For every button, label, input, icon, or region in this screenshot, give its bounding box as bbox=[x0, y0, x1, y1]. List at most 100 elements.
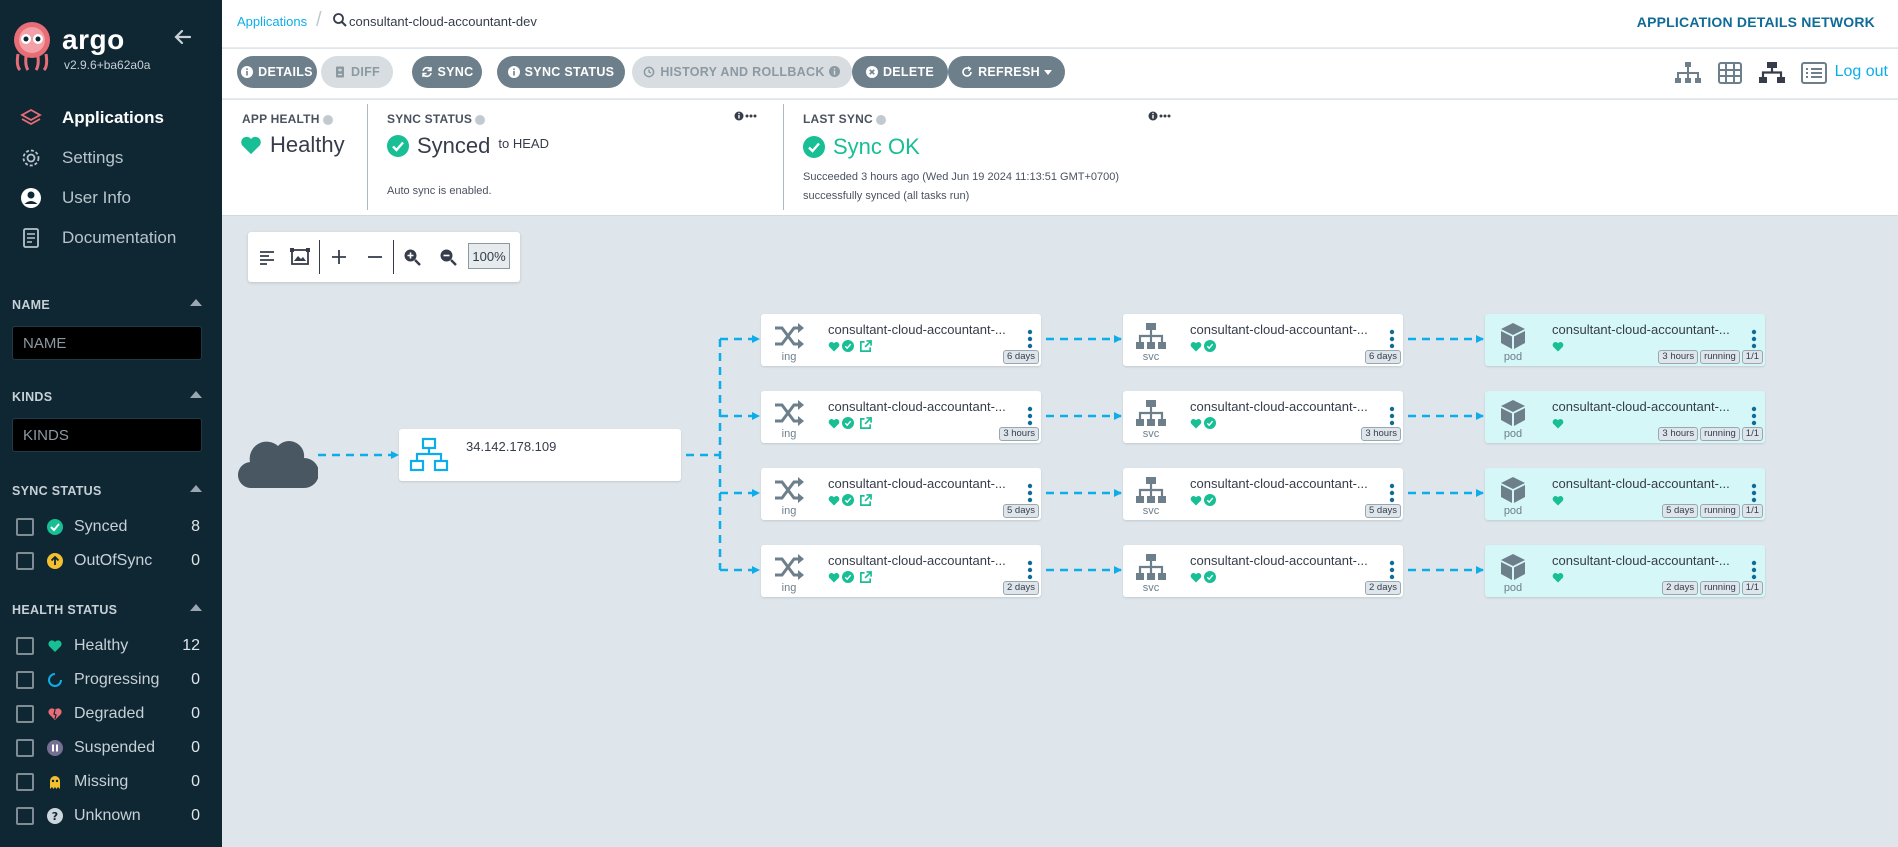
zoom-out-icon[interactable] bbox=[435, 244, 461, 270]
pod-node[interactable]: pod consultant-cloud-accountant-... 3 ho… bbox=[1485, 391, 1765, 443]
filter-option-missing[interactable]: Missing 0 bbox=[16, 770, 200, 794]
ingress-node[interactable]: ing consultant-cloud-accountant-... 2 da… bbox=[761, 545, 1041, 597]
more-vertical-icon[interactable] bbox=[1027, 329, 1033, 349]
collapse-health-filter-icon[interactable] bbox=[190, 604, 202, 611]
kinds-filter-input[interactable] bbox=[12, 418, 202, 452]
more-vertical-icon[interactable] bbox=[1027, 560, 1033, 580]
service-node[interactable]: svc consultant-cloud-accountant-... 2 da… bbox=[1123, 545, 1403, 597]
brand-name: argo bbox=[62, 24, 125, 55]
more-vertical-icon[interactable] bbox=[1389, 483, 1395, 503]
more-vertical-icon[interactable] bbox=[1027, 406, 1033, 426]
fit-to-screen-icon[interactable] bbox=[287, 244, 313, 270]
refresh-button-label: REFRESH bbox=[978, 65, 1040, 79]
top-bar: Applications / consultant-cloud-accounta… bbox=[222, 0, 1898, 48]
list-view-icon[interactable] bbox=[1800, 60, 1828, 86]
more-vertical-icon[interactable] bbox=[1751, 560, 1757, 580]
app-version: v2.9.6+ba62a0a bbox=[64, 58, 151, 72]
sync-status-button[interactable]: SYNC STATUS bbox=[497, 56, 625, 88]
more-vertical-icon[interactable] bbox=[1751, 406, 1757, 426]
diff-button-label: DIFF bbox=[351, 65, 380, 79]
refresh-button[interactable]: REFRESH bbox=[948, 56, 1065, 88]
resource-status bbox=[828, 339, 874, 353]
details-button[interactable]: DETAILS bbox=[237, 56, 317, 88]
checkbox[interactable] bbox=[16, 552, 34, 570]
checkbox[interactable] bbox=[16, 807, 34, 825]
ingress-node[interactable]: ing consultant-cloud-accountant-... 3 ho… bbox=[761, 391, 1041, 443]
delete-button[interactable]: DELETE bbox=[852, 56, 948, 88]
sync-button[interactable]: SYNC bbox=[412, 56, 482, 88]
age-tag: 2 days bbox=[1003, 581, 1039, 595]
ingress-node[interactable]: ing consultant-cloud-accountant-... 6 da… bbox=[761, 314, 1041, 366]
synced-icon bbox=[46, 518, 64, 536]
zoom-in-icon[interactable] bbox=[399, 244, 425, 270]
ingress-node[interactable]: ing consultant-cloud-accountant-... 5 da… bbox=[761, 468, 1041, 520]
history-rollback-button[interactable]: HISTORY AND ROLLBACK bbox=[632, 56, 852, 88]
service-node[interactable]: svc consultant-cloud-accountant-... 6 da… bbox=[1123, 314, 1403, 366]
external-link-icon[interactable] bbox=[859, 416, 872, 430]
nav-item-documentation[interactable]: Documentation bbox=[0, 218, 222, 258]
help-icon[interactable] bbox=[475, 114, 486, 125]
logout-link[interactable]: Log out bbox=[1834, 63, 1888, 80]
nav-item-settings[interactable]: Settings bbox=[0, 138, 222, 178]
checkbox[interactable] bbox=[16, 671, 34, 689]
info-icon bbox=[507, 66, 520, 78]
resource-tags: 6 days bbox=[1001, 350, 1039, 364]
resource-name: consultant-cloud-accountant-... bbox=[828, 322, 1006, 337]
external-link-icon[interactable] bbox=[859, 339, 872, 353]
pod-cube-icon bbox=[1497, 553, 1529, 581]
cloud-icon[interactable] bbox=[238, 428, 318, 490]
name-filter-input[interactable] bbox=[12, 326, 202, 360]
checkbox[interactable] bbox=[16, 773, 34, 791]
checkbox[interactable] bbox=[16, 518, 34, 536]
more-vertical-icon[interactable] bbox=[1389, 560, 1395, 580]
help-icon[interactable] bbox=[322, 114, 333, 125]
pods-view-icon[interactable] bbox=[1716, 60, 1744, 86]
collapse-name-filter-icon[interactable] bbox=[190, 299, 202, 306]
out-of-sync-icon bbox=[46, 552, 64, 570]
pod-node[interactable]: pod consultant-cloud-accountant-... 2 da… bbox=[1485, 545, 1765, 597]
nav-item-user-info[interactable]: User Info bbox=[0, 178, 222, 218]
expand-icon[interactable] bbox=[326, 244, 352, 270]
pod-node[interactable]: pod consultant-cloud-accountant-... 5 da… bbox=[1485, 468, 1765, 520]
kind-label: svc bbox=[1142, 582, 1160, 594]
more-info-icon[interactable] bbox=[1148, 110, 1172, 122]
checkbox[interactable] bbox=[16, 637, 34, 655]
align-left-icon[interactable] bbox=[254, 244, 280, 270]
filter-option-degraded[interactable]: Degraded 0 bbox=[16, 702, 200, 726]
pod-node[interactable]: pod consultant-cloud-accountant-... 3 ho… bbox=[1485, 314, 1765, 366]
filter-option-healthy[interactable]: Healthy 12 bbox=[16, 634, 200, 658]
zoom-level[interactable]: 100% bbox=[468, 243, 510, 269]
load-balancer-node[interactable]: 34.142.178.109 bbox=[399, 429, 681, 481]
more-info-icon[interactable] bbox=[734, 110, 758, 122]
more-vertical-icon[interactable] bbox=[1751, 329, 1757, 349]
breadcrumb-applications[interactable]: Applications bbox=[237, 14, 308, 29]
more-vertical-icon[interactable] bbox=[1751, 483, 1757, 503]
filter-option-suspended[interactable]: Suspended 0 bbox=[16, 736, 200, 760]
collapse-sync-filter-icon[interactable] bbox=[190, 485, 202, 492]
more-vertical-icon[interactable] bbox=[1027, 483, 1033, 503]
collapse-sidebar-icon[interactable] bbox=[172, 26, 194, 48]
filter-option-outofsync[interactable]: OutOfSync 0 bbox=[16, 549, 200, 573]
filter-option-synced[interactable]: Synced 8 bbox=[16, 515, 200, 539]
search-icon[interactable] bbox=[332, 12, 348, 28]
collapse-kinds-filter-icon[interactable] bbox=[190, 391, 202, 398]
filter-option-progressing[interactable]: Progressing 0 bbox=[16, 668, 200, 692]
file-diff-icon bbox=[334, 66, 346, 78]
more-vertical-icon[interactable] bbox=[1389, 406, 1395, 426]
service-node[interactable]: svc consultant-cloud-accountant-... 5 da… bbox=[1123, 468, 1403, 520]
filter-option-count: 8 bbox=[191, 518, 200, 535]
external-link-icon[interactable] bbox=[859, 493, 872, 507]
tree-view-icon[interactable] bbox=[1674, 60, 1702, 86]
external-link-icon[interactable] bbox=[859, 570, 872, 584]
diff-button[interactable]: DIFF bbox=[321, 56, 393, 88]
filter-option-unknown[interactable]: ? Unknown 0 bbox=[16, 804, 200, 828]
checkbox[interactable] bbox=[16, 739, 34, 757]
service-node[interactable]: svc consultant-cloud-accountant-... 3 ho… bbox=[1123, 391, 1403, 443]
sync-status-label-text: SYNC STATUS bbox=[387, 112, 473, 126]
help-icon[interactable] bbox=[875, 114, 886, 125]
checkbox[interactable] bbox=[16, 705, 34, 723]
nav-item-applications[interactable]: Applications bbox=[0, 98, 222, 138]
network-view-icon[interactable] bbox=[1758, 60, 1786, 86]
collapse-icon[interactable] bbox=[362, 244, 388, 270]
more-vertical-icon[interactable] bbox=[1389, 329, 1395, 349]
